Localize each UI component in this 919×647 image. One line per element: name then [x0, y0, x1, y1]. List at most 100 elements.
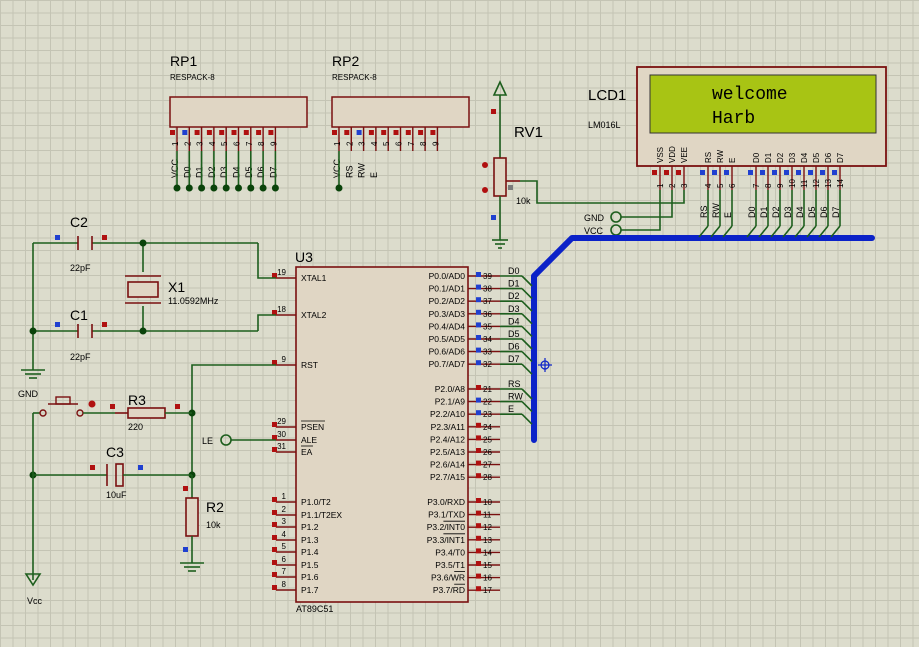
lcd-bus-label: RS	[699, 205, 709, 218]
lcd-model: LM016L	[588, 120, 621, 130]
u3-pin-number: 22	[483, 398, 492, 407]
u3-pin-name: P0.2/AD2	[429, 296, 466, 306]
r2-ref: R2	[206, 499, 224, 515]
r3-ref: R3	[128, 392, 146, 408]
lcd-pin-number: 12	[812, 179, 821, 188]
lcd-pin-name: D0	[752, 152, 761, 163]
rv1-value: 10k	[516, 196, 531, 206]
lcd-pin-number: 10	[788, 179, 797, 188]
lcd-pin-number: 1	[656, 183, 665, 188]
lcd-pin-number: 5	[716, 183, 725, 188]
c1[interactable]: C1 22pF	[55, 307, 107, 362]
gnd-terminal[interactable]: GND	[584, 190, 673, 223]
u3-pin-name: P3.0/RXD	[427, 497, 465, 507]
lcd-pin-name: RS	[704, 152, 713, 163]
lcd-pin-name: D7	[836, 152, 845, 163]
u3-pin-name: P0.7/AD7	[429, 359, 466, 369]
lcd-pin-number: 2	[668, 183, 677, 188]
lcd1[interactable]: LCD1 LM016L welcome Harb VSS1VDD2VEE3RS4…	[588, 66, 887, 190]
u3-pin-name: P2.1/A9	[435, 397, 466, 407]
pushbutton[interactable]	[32, 396, 115, 580]
r2[interactable]: R2 10k	[180, 475, 224, 572]
u3-net-label: D0	[508, 266, 520, 276]
u3-pin-number: 1	[282, 492, 287, 501]
rp1[interactable]: RP1 RESPACK-8 1VCC2D03D14D25D36D47D58D69…	[169, 53, 308, 192]
rp1-pin-number: 1	[171, 141, 180, 146]
u3-pin-name: P1.7	[301, 585, 319, 595]
u3-net-label: D1	[508, 279, 520, 289]
lcd-pin-name: D3	[788, 152, 797, 163]
u3-pin-name: P2.2/A10	[430, 409, 465, 419]
reset-circuit[interactable]: R3 220 C3 10uF R2 10k Vcc	[24, 364, 276, 606]
rp2-pin-number: 2	[345, 141, 354, 146]
c2[interactable]: C2 22pF	[55, 214, 107, 273]
rp1-net-label: D7	[268, 166, 278, 178]
u3-net-label: D7	[508, 354, 520, 364]
lcd-pin-name: VDD	[668, 146, 677, 163]
rp2-pin-number: 6	[395, 141, 404, 146]
u3-pin-number: 5	[282, 542, 287, 551]
rp2-net-label: RS	[344, 165, 354, 178]
rp2-value: RESPACK-8	[332, 73, 377, 82]
rp2-pin-number: 5	[382, 141, 391, 146]
lcd-pin-name: E	[728, 158, 737, 163]
u3-pin-number: 36	[483, 310, 492, 319]
u3-pin-name: P2.3/A11	[431, 422, 466, 432]
u3-pin-name: P1.6	[301, 572, 319, 582]
u3-pin-name: P1.1/T2EX	[301, 510, 342, 520]
u3-net-label: D6	[508, 342, 520, 352]
rp1-net-label: D0	[182, 166, 192, 178]
rp1-pin-number: 4	[208, 141, 217, 146]
lcd-pin-number: 11	[800, 179, 809, 188]
rp1-pin-number: 7	[245, 141, 254, 146]
u3-pin-number: 37	[483, 297, 492, 306]
u3-microcontroller[interactable]: U3 AT89C51 19XTAL118XTAL29RST29PSEN30ALE…	[272, 249, 533, 614]
u3-pin-number: 35	[483, 322, 492, 331]
c2-value: 22pF	[70, 263, 91, 273]
rp1-net-label: D5	[244, 166, 254, 178]
x1-crystal[interactable]: X1 11.0592MHz	[125, 275, 219, 306]
u3-net-label: RW	[508, 392, 523, 402]
u3-pin-name: P3.5/T1	[435, 560, 465, 570]
u3-pin-name: P3.2/INT0	[427, 522, 466, 532]
lcd-pin-name: D1	[764, 152, 773, 163]
lcd-pin-name: RW	[716, 149, 725, 163]
u3-pin-name: P2.6/A14	[430, 460, 465, 470]
rp1-pin-number: 5	[220, 141, 229, 146]
u3-pin-number: 4	[282, 530, 287, 539]
oscillator-circuit[interactable]: C2 22pF C1 22pF X1 11.0592MHz GND	[18, 214, 276, 399]
u3-pin-number: 21	[483, 385, 492, 394]
rv1-power-arrow	[492, 80, 508, 96]
rp2-pin-number: 7	[407, 141, 416, 146]
rv1-body	[493, 157, 507, 197]
u3-net-label: D3	[508, 304, 520, 314]
u3-net-label: RS	[508, 379, 521, 389]
lcd-bus-label: D4	[795, 206, 805, 218]
le-terminal[interactable]: LE	[202, 434, 276, 446]
u3-pin-name: XTAL2	[301, 310, 327, 320]
lcd-line2: Harb	[712, 109, 755, 129]
c3[interactable]: C3 10uF	[33, 444, 192, 500]
r3[interactable]: R3 220	[110, 392, 192, 432]
u3-pin-name: P0.5/AD5	[429, 334, 466, 344]
lcd-pin-number: 13	[824, 179, 833, 188]
rp2-ref: RP2	[332, 53, 359, 69]
rv1[interactable]: RV1 10k	[482, 80, 685, 249]
u3-pin-name: P3.6/WR	[431, 573, 465, 583]
u3-pin-number: 39	[483, 272, 492, 281]
lcd-pin-name: VEE	[680, 147, 689, 163]
u3-net-label: D4	[508, 316, 520, 326]
x1-value: 11.0592MHz	[168, 296, 219, 306]
u3-pin-number: 13	[483, 536, 492, 545]
u3-pin-name: ALE	[301, 435, 317, 445]
u3-pin-name: P0.3/AD3	[429, 309, 466, 319]
lcd-bus-label: RW	[711, 203, 721, 218]
u3-pin-number: 30	[277, 430, 286, 439]
u3-pin-name: P3.1/TXD	[428, 510, 465, 520]
rp1-value: RESPACK-8	[170, 73, 215, 82]
u3-pin-name: EA	[301, 447, 313, 457]
u3-net-label: D5	[508, 329, 520, 339]
